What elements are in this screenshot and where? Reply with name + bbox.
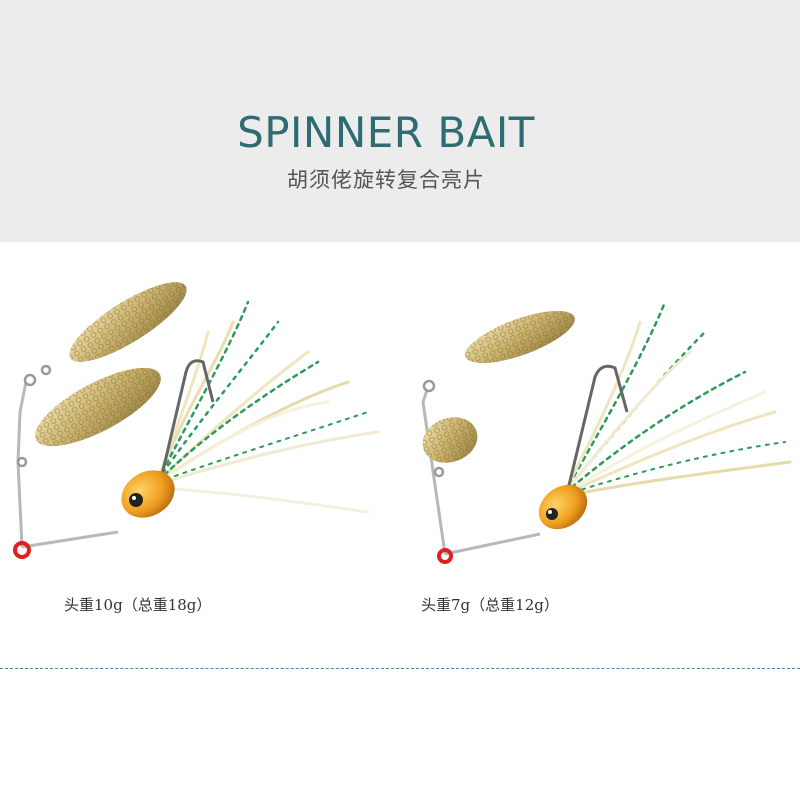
product-caption-small: 头重7g（总重12g） bbox=[421, 596, 559, 614]
product-caption-large: 头重10g（总重18g） bbox=[64, 596, 212, 614]
spinnerbait-large-image bbox=[8, 262, 398, 582]
header-banner: SPINNER BAIT 胡须佬旋转复合亮片 bbox=[0, 0, 800, 242]
page-subtitle: 胡须佬旋转复合亮片 bbox=[287, 168, 485, 192]
page-title: SPINNER BAIT bbox=[237, 108, 535, 157]
spinnerbait-small-image bbox=[405, 262, 795, 582]
section-divider bbox=[0, 668, 800, 669]
